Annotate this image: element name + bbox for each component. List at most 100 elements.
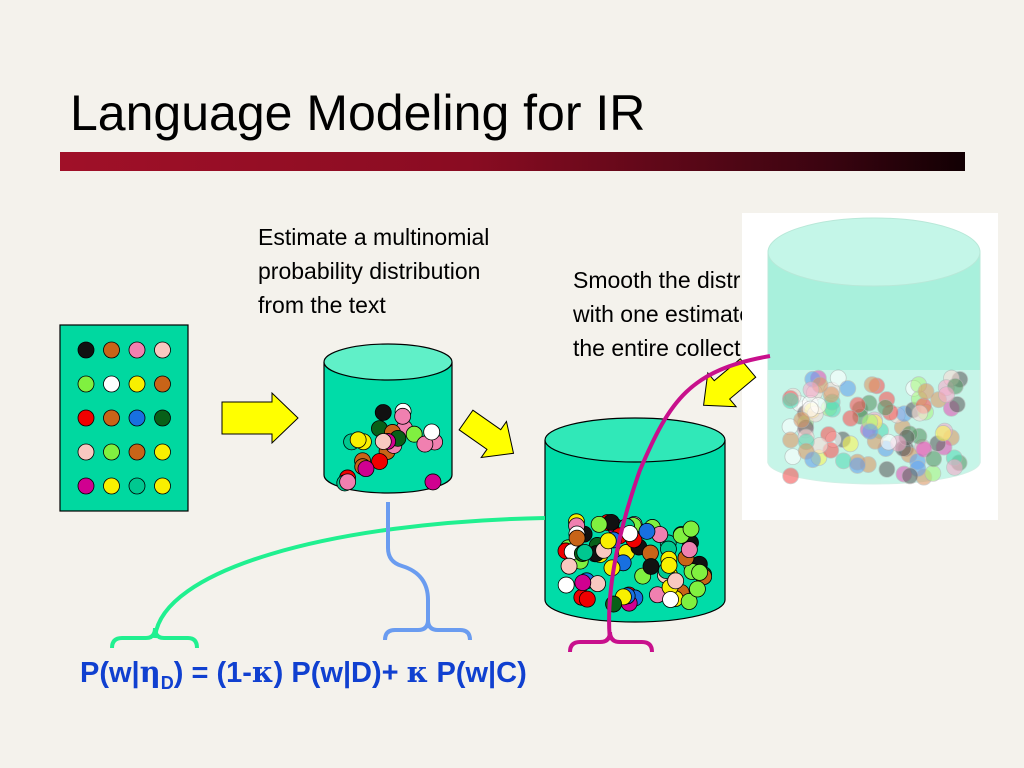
document-jar-ball (339, 473, 357, 491)
smoothed-jar-ball (680, 541, 698, 559)
collection-jar (742, 213, 998, 520)
collection-jar-ball (782, 392, 799, 410)
document-word-ball (103, 409, 120, 427)
document-word-ball (128, 477, 146, 495)
document-word-ball (128, 341, 146, 359)
document-jar-ball (349, 431, 367, 449)
document-jar-ball (374, 433, 392, 450)
document-model-jar (323, 343, 453, 494)
smoothed-jar-ball (638, 522, 656, 540)
document-jar-ball (371, 453, 388, 470)
collection-jar-ball (829, 369, 847, 387)
collection-jar-ball (901, 467, 919, 485)
document-jar-ball (424, 473, 442, 491)
document-jar-balls (336, 402, 444, 492)
collection-jar-ball (917, 383, 935, 400)
smoothed-jar-ball (680, 593, 698, 610)
smoothed-jar-ball (568, 529, 586, 547)
collection-jar-ball (842, 409, 860, 427)
collection-jar-ball (946, 458, 963, 476)
smoothed-jar-ball (560, 557, 578, 575)
blue-connector-line (386, 502, 430, 628)
smoothed-jar-ball (576, 544, 594, 561)
formula-mid-2: ) P(w|D)+ (273, 657, 407, 689)
collection-jar-ball (925, 450, 943, 468)
formula-rhs: P(w|C) (428, 657, 527, 689)
document-word-ball (103, 443, 120, 461)
smoothed-jar-ball (691, 563, 709, 581)
slide-title: Language Modeling for IR (70, 85, 646, 141)
collection-jar-ball (861, 423, 879, 440)
formula-lhs-prefix: P(w| (80, 657, 140, 689)
smoothing-formula: P(w|ηD) = (1-κ) P(w|D)+ κ P(w|C) (80, 655, 527, 694)
formula-eta: η (139, 655, 161, 689)
formula-kappa-1: κ (251, 655, 274, 689)
collection-jar-ball (793, 411, 811, 429)
smoothed-jar-ball (662, 591, 679, 608)
document-word-ball (103, 477, 120, 495)
smoothed-jar-ball (589, 575, 606, 593)
document-word-ball (154, 341, 171, 359)
document-word-ball (103, 375, 120, 393)
document-jar-ball (405, 425, 423, 443)
smoothed-jar-ball (590, 515, 608, 533)
document-word-ball (154, 443, 171, 461)
collection-jar-top (767, 217, 981, 287)
smoothed-jar-ball (660, 556, 678, 574)
formula-mid-1: ) = (1- (173, 657, 252, 689)
collection-jar-glass (768, 370, 980, 490)
document-word-ball (77, 375, 95, 393)
smoothed-jar-balls (557, 513, 713, 613)
document-jar-top (323, 343, 453, 381)
magenta-connector-line (607, 354, 771, 641)
document-word-ball (77, 443, 95, 461)
smoothed-jar-ball (557, 576, 575, 594)
collection-jar-ball (822, 386, 840, 404)
collection-jar-ball (938, 386, 955, 404)
document-word-ball (154, 477, 171, 495)
document-word-ball (128, 375, 146, 393)
title-underline-bar (60, 152, 965, 171)
smoothed-jar-ball (642, 558, 660, 575)
caption-estimate-distribution: Estimate a multinomial probability distr… (258, 224, 490, 318)
collection-jar-balls (781, 369, 969, 486)
arrow-diagonal-icon (458, 409, 515, 459)
document-word-ball (77, 477, 95, 495)
document-word-ball (128, 409, 146, 427)
document-word-ball (154, 375, 171, 393)
collection-jar-body (767, 252, 981, 485)
document-word-ball (77, 341, 95, 359)
magenta-bracket (568, 631, 654, 653)
document-word-balls (77, 341, 171, 495)
green-bracket (110, 627, 199, 649)
smoothed-jar-ball (667, 572, 685, 590)
smoothed-jar-ball (574, 574, 592, 592)
document-jar-ball (423, 423, 441, 441)
formula-kappa-2: κ (406, 655, 429, 689)
collection-jar-ball (880, 433, 897, 451)
smoothed-jar-ball (599, 532, 617, 550)
collection-jar-ball (877, 399, 894, 416)
collection-jar-ball (841, 435, 859, 453)
document-word-ball (128, 443, 146, 461)
collection-jar-ball (948, 396, 966, 413)
document-word-ball (154, 409, 171, 427)
collection-jar-ball (863, 376, 881, 394)
collection-jar-ball (911, 404, 929, 422)
collection-jar-ball (934, 425, 952, 442)
collection-jar-ball (849, 396, 867, 414)
smoothed-model-jar (544, 417, 726, 623)
smoothed-jar-top (544, 417, 726, 463)
collection-jar-ball (849, 457, 866, 474)
formula-eta-subscript: D (160, 672, 174, 693)
collection-jar-ball (839, 380, 857, 397)
collection-jar-ball (782, 467, 800, 485)
document-jar-ball (394, 407, 412, 425)
collection-jar-ball (802, 381, 820, 399)
document-word-ball (77, 409, 95, 427)
document-word-ball (103, 341, 120, 359)
smoothed-jar-ball (689, 580, 706, 598)
document-jar-ball (357, 460, 375, 478)
collection-jar-ball (878, 460, 896, 478)
